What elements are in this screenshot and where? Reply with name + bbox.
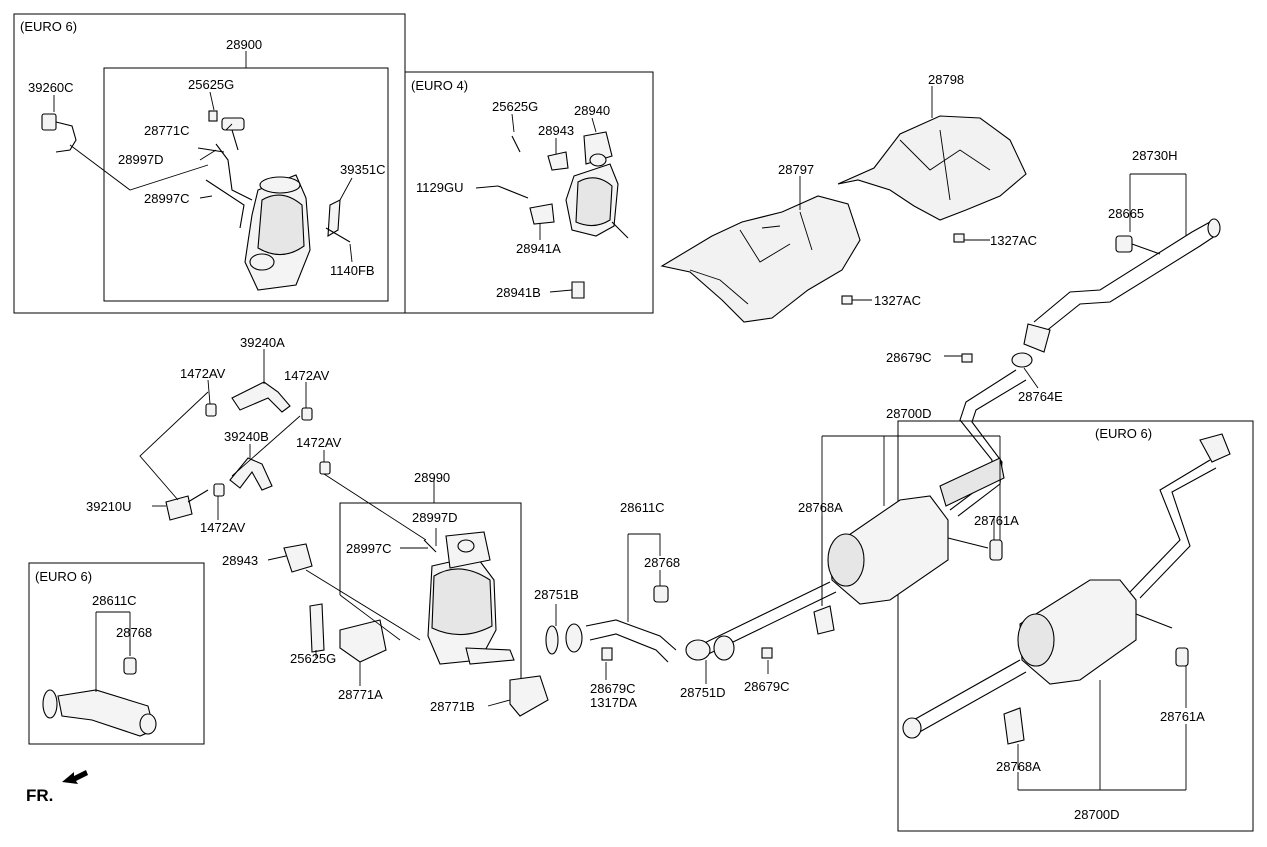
- catalytic-converter-euro4: [497, 131, 629, 299]
- heat-shield-28797: [660, 195, 861, 323]
- muffler-28700D-main: [689, 495, 1003, 661]
- label-28761A-a: 28761A: [974, 513, 1019, 528]
- label-28768A-b: 28768A: [996, 759, 1041, 774]
- sensor-39260C: [41, 113, 209, 191]
- label-28997D-a: 28997D: [118, 152, 164, 167]
- label-28900: 28900: [226, 37, 262, 52]
- label-28730H: 28730H: [1132, 148, 1178, 163]
- label-28611C-b: 28611C: [92, 593, 137, 608]
- label-28943-b: 28943: [222, 553, 258, 568]
- front-pipe-28611C: [545, 585, 773, 663]
- label-28768-a: 28768: [644, 555, 680, 570]
- label-25625G-a: 25625G: [188, 77, 234, 92]
- label-28943-a: 28943: [538, 123, 574, 138]
- label-1327AC-a: 1327AC: [990, 233, 1037, 248]
- leader-lines: [53, 51, 1187, 791]
- label-39351C: 39351C: [340, 162, 386, 177]
- label-28611C-a: 28611C: [620, 500, 665, 515]
- label-28997D-b: 28997D: [412, 510, 458, 525]
- label-28941B: 28941B: [496, 285, 541, 300]
- tail-pipe-28730H: [1023, 218, 1221, 353]
- label-28798: 28798: [928, 72, 964, 87]
- label-25625G-b: 25625G: [492, 99, 538, 114]
- label-39240A: 39240A: [240, 335, 285, 350]
- sensor-39210U: [165, 489, 209, 521]
- label-28679C-c: 28679C: [744, 679, 790, 694]
- hose-39240A: [205, 381, 313, 421]
- label-28771B: 28771B: [430, 699, 475, 714]
- label-39210U: 39210U: [86, 499, 132, 514]
- label-28797: 28797: [778, 162, 814, 177]
- muffler-28700D-euro6: [902, 433, 1231, 745]
- hose-39240B: [213, 457, 331, 497]
- label-28761A-b: 28761A: [1160, 709, 1205, 724]
- part-labels: 28900 39260C 25625G 28771C 28997D 28997C…: [26, 37, 1205, 822]
- label-28940: 28940: [574, 103, 610, 118]
- label-1472AV-d: 1472AV: [200, 520, 246, 535]
- gasket-28764E: [961, 352, 1033, 368]
- heat-shield-28798: [837, 115, 1027, 221]
- region-euro4: (EURO 4): [404, 71, 654, 314]
- front-pipe-euro6-left: [42, 657, 157, 737]
- label-39240B: 39240B: [224, 429, 269, 444]
- label-28768A-a: 28768A: [798, 500, 843, 515]
- label-28771C: 28771C: [144, 123, 190, 138]
- label-28679C-a: 28679C: [886, 350, 932, 365]
- label-28997C-a: 28997C: [144, 191, 190, 206]
- label-28990: 28990: [414, 470, 450, 485]
- label-28768-b: 28768: [116, 625, 152, 640]
- nut-1327AC-b: [841, 295, 853, 305]
- label-1317DA: 1317DA: [590, 695, 637, 710]
- catalytic-converter-euro6-top: [197, 110, 351, 291]
- label-1472AV-b: 1472AV: [284, 368, 330, 383]
- label-28771A: 28771A: [338, 687, 383, 702]
- label-28751B: 28751B: [534, 587, 579, 602]
- label-28700D-b: 28700D: [1074, 807, 1120, 822]
- label-1472AV-a: 1472AV: [180, 366, 226, 381]
- region-label-euro6-top: (EURO 6): [20, 19, 77, 34]
- label-39260C: 39260C: [28, 80, 74, 95]
- region-label-euro4: (EURO 4): [411, 78, 468, 93]
- label-25625G-c: 25625G: [290, 651, 336, 666]
- label-1129GU: 1129GU: [416, 180, 463, 195]
- front-direction-arrow-icon: [62, 770, 88, 784]
- label-28764E: 28764E: [1018, 389, 1063, 404]
- label-28665: 28665: [1108, 206, 1144, 221]
- label-28700D-a: 28700D: [886, 406, 932, 421]
- label-1472AV-c: 1472AV: [296, 435, 342, 450]
- region-label-euro6-right: (EURO 6): [1095, 426, 1152, 441]
- label-1327AC-b: 1327AC: [874, 293, 921, 308]
- group-box-28990: [339, 502, 522, 690]
- region-euro6-left: (EURO 6): [28, 562, 205, 745]
- label-28679C-b: 28679C: [590, 681, 636, 696]
- front-direction-label: FR.: [26, 786, 53, 805]
- region-euro6-right: (EURO 6): [897, 420, 1254, 832]
- nut-1327AC-a: [953, 233, 965, 243]
- catalytic-converter-28990: [283, 531, 549, 717]
- label-28997C-b: 28997C: [346, 541, 392, 556]
- label-28751D: 28751D: [680, 685, 726, 700]
- center-pipe: [939, 369, 1027, 517]
- label-1140FB: 1140FB: [330, 263, 375, 278]
- label-28941A: 28941A: [516, 241, 561, 256]
- region-label-euro6-left: (EURO 6): [35, 569, 92, 584]
